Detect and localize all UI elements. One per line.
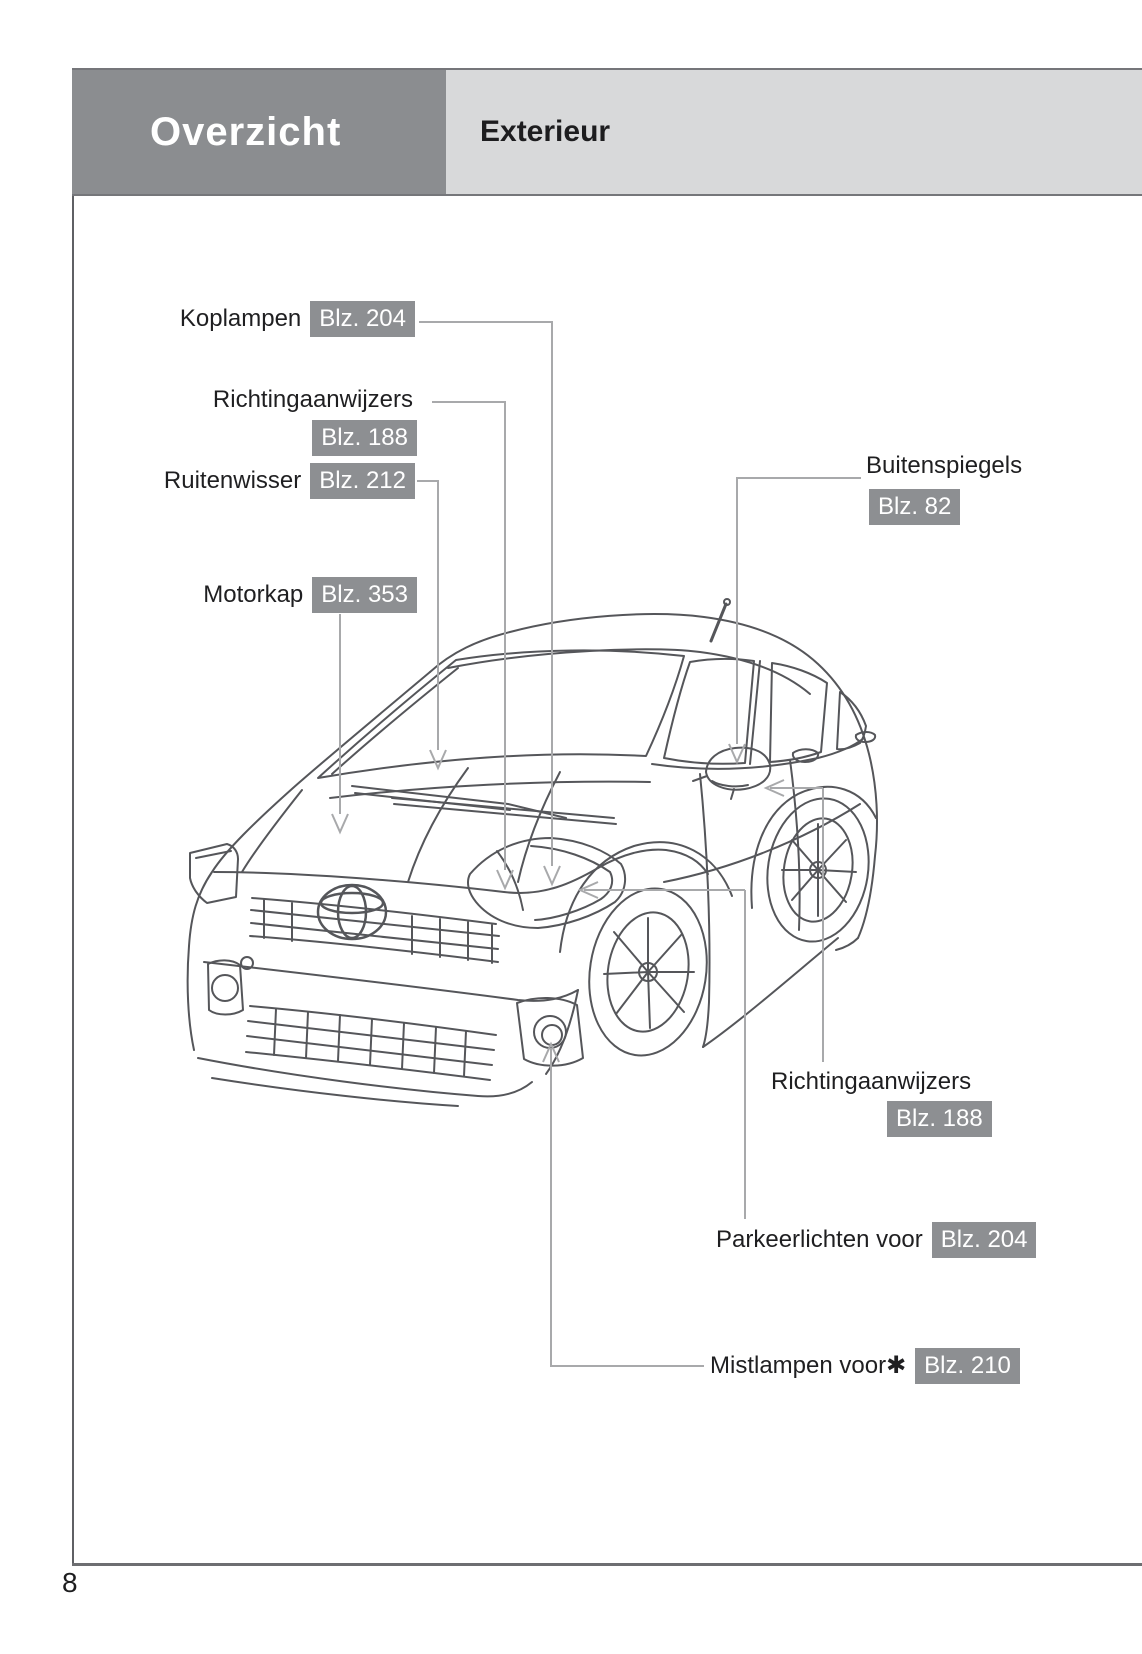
callout-buitenspiegels-pageref: Blz. 82 <box>869 489 961 525</box>
callout-ruitenwisser-pageref: Blz. 212 <box>310 463 415 499</box>
callout-mistlampen-voor-label: Mistlampen voor✱ <box>710 1352 907 1380</box>
callout-richtingaanwijzers-voor-pageref: Blz. 188 <box>312 420 417 456</box>
page-heading: Exterieur <box>446 70 1142 194</box>
callout-buitenspiegels-label: Buitenspiegels <box>866 452 1023 479</box>
rear-wheel <box>750 785 877 943</box>
antenna <box>709 598 731 643</box>
callout-richtingaanwijzers-voor-label: Richtingaanwijzers <box>212 386 413 413</box>
callout-mistlampen-voor-pageref: Blz. 210 <box>915 1348 1020 1384</box>
callout-buitenspiegels: Buitenspiegels <box>866 450 1022 481</box>
callout-ruitenwisser: Ruitenwisser Blz. 212 <box>164 463 415 499</box>
page-number: 8 <box>62 1567 78 1598</box>
callout-parkeerlichten-voor-label: Parkeerlichten voor <box>716 1226 923 1254</box>
car-drawing <box>186 598 878 1107</box>
header-band: Overzicht Exterieur <box>72 68 1142 196</box>
section-tab: Overzicht <box>72 70 446 194</box>
callout-parkeerlichten-voor-pageref: Blz. 204 <box>931 1222 1037 1258</box>
callout-richtingaanwijzers-voor: Richtingaanwijzers <box>213 384 413 415</box>
callout-koplampen: Koplampen Blz. 204 <box>180 301 415 337</box>
toyota-emblem <box>316 883 388 941</box>
callout-parkeerlichten-voor: Parkeerlichten voor Blz. 204 <box>716 1222 1037 1258</box>
page-heading-label: Exterieur <box>480 115 611 148</box>
callout-lines <box>331 321 861 1367</box>
side-mirror <box>692 746 772 800</box>
callout-ruitenwisser-label: Ruitenwisser <box>163 467 302 495</box>
bottom-border-rule <box>72 1563 1142 1566</box>
callout-motorkap-pageref: Blz. 353 <box>312 577 417 613</box>
callout-motorkap-label: Motorkap <box>203 581 304 609</box>
callout-motorkap: Motorkap Blz. 353 <box>203 577 417 613</box>
section-tab-label: Overzicht <box>150 109 342 154</box>
callout-buitenspiegels-ref: Blz. 82 <box>869 489 961 525</box>
callout-richtingaanwijzers-spiegel-label: Richtingaanwijzers <box>771 1068 972 1095</box>
callout-koplampen-label: Koplampen <box>179 305 302 333</box>
headlight <box>467 837 627 929</box>
callout-richtingaanwijzers-spiegel-ref: Blz. 188 <box>887 1101 992 1137</box>
callout-richtingaanwijzers-spiegel-pageref: Blz. 188 <box>887 1101 992 1137</box>
callout-koplampen-pageref: Blz. 204 <box>310 301 415 337</box>
callout-mistlampen-voor: Mistlampen voor✱ Blz. 210 <box>710 1348 1020 1384</box>
left-border-rule <box>72 196 74 1565</box>
callout-richtingaanwijzers-voor-ref: Blz. 188 <box>312 420 417 456</box>
callout-richtingaanwijzers-spiegel: Richtingaanwijzers <box>771 1066 971 1097</box>
